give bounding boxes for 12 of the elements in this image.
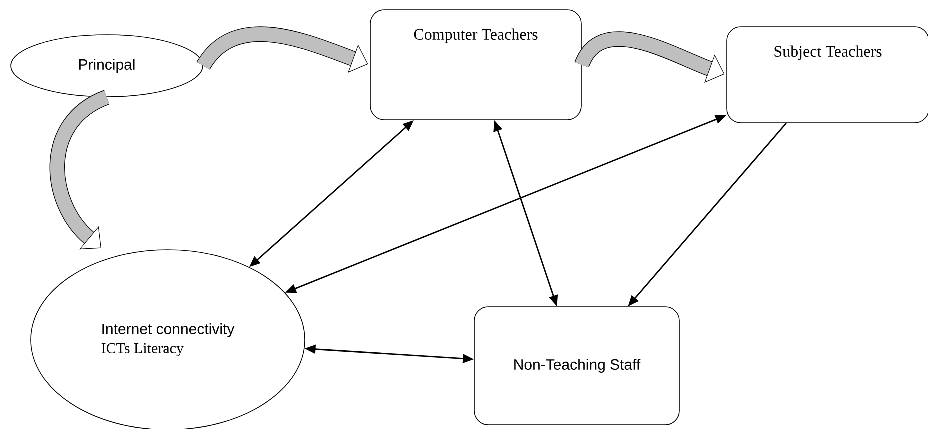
rounded-box	[474, 306, 680, 426]
node-label: Principal	[79, 59, 135, 73]
block-arrow	[575, 32, 725, 83]
node-label: Internet connectivity ICTs Literacy	[102, 323, 235, 357]
rounded-box	[726, 26, 928, 124]
node-label: Computer Teachers	[414, 28, 538, 44]
block-arrow	[197, 26, 368, 73]
node-label: Non-Teaching Staff	[514, 359, 641, 373]
block-arrow	[50, 90, 110, 250]
node-label: Subject Teachers	[774, 46, 882, 60]
ellipse-node	[10, 34, 204, 98]
rounded-box	[370, 10, 582, 120]
